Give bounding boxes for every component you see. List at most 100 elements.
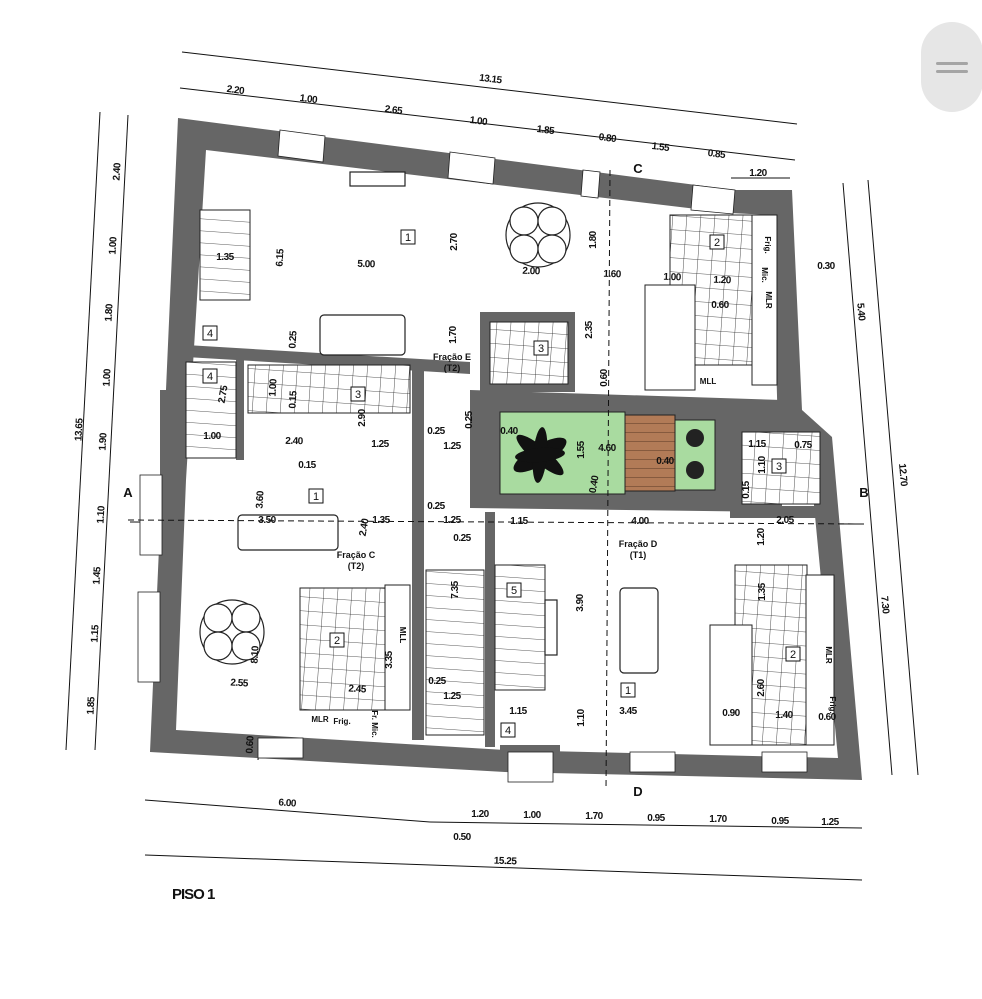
dimension-label: 3.35 bbox=[384, 650, 395, 668]
section-marker-d: D bbox=[633, 784, 642, 799]
dimension-label: 1.25 bbox=[371, 439, 389, 450]
dimension-label: 1.55 bbox=[576, 440, 587, 458]
dimension-label: 2.75 bbox=[217, 384, 231, 404]
unit-label-d: Fração D bbox=[619, 539, 658, 549]
dimension-label: 0.25 bbox=[288, 330, 300, 349]
appliance-label: MLR bbox=[311, 715, 329, 724]
dimension-label: 13.65 bbox=[73, 417, 85, 441]
section-marker-a: A bbox=[123, 485, 133, 500]
island bbox=[709, 624, 753, 746]
dimension-label: 0.15 bbox=[741, 480, 752, 498]
dimension-label: 1.00 bbox=[469, 115, 489, 128]
room-number-box bbox=[709, 234, 725, 250]
counter bbox=[384, 584, 411, 711]
interior-wall bbox=[485, 512, 495, 747]
palm-tree-icon bbox=[513, 427, 567, 483]
island bbox=[644, 284, 696, 391]
counter bbox=[805, 574, 835, 746]
dimension-label: 0.25 bbox=[427, 426, 445, 437]
dimension-label: 1.00 bbox=[523, 810, 541, 821]
windows bbox=[137, 129, 808, 783]
dimension-label: 4.00 bbox=[631, 516, 649, 527]
unit-type-e: (T2) bbox=[444, 363, 461, 373]
room-number: 4 bbox=[207, 328, 213, 340]
dimension-label: 0.30 bbox=[817, 261, 835, 272]
dimension-label: 0.60 bbox=[599, 368, 610, 386]
dimension-label: 1.10 bbox=[757, 455, 768, 473]
room-number-box bbox=[308, 488, 324, 504]
appliance-label: Frig. bbox=[828, 696, 837, 713]
dimension-label: 2.90 bbox=[357, 408, 368, 426]
room-number: 3 bbox=[355, 389, 361, 401]
dimension-label: 0.60 bbox=[245, 735, 257, 754]
appliance-label: MLL bbox=[700, 377, 717, 386]
sofa bbox=[319, 314, 406, 356]
room-number: 4 bbox=[505, 725, 511, 737]
dimension-label: 2.60 bbox=[756, 678, 767, 696]
dimension-label: 1.20 bbox=[749, 168, 767, 179]
dimension-label: 1.00 bbox=[663, 272, 682, 284]
dimension-label: 4.60 bbox=[598, 443, 616, 454]
dimension-label: 3.50 bbox=[258, 515, 276, 526]
dimension-label: 2.00 bbox=[522, 266, 541, 278]
interior-wall bbox=[160, 390, 184, 490]
room-number-box bbox=[202, 325, 218, 341]
dimension-label: 0.60 bbox=[711, 300, 729, 311]
dimension-label: 1.00 bbox=[203, 431, 221, 442]
dimension-label: 1.70 bbox=[585, 811, 603, 822]
dimension-label: 1.80 bbox=[588, 230, 599, 248]
room-number: 2 bbox=[790, 649, 796, 661]
dimension-label: 1.15 bbox=[509, 706, 527, 717]
dimension-label: 1.20 bbox=[756, 527, 767, 545]
shrub-icon bbox=[686, 461, 704, 479]
dimension-label: 13.15 bbox=[478, 73, 503, 87]
dimension-label: 1.25 bbox=[443, 515, 461, 526]
dimension-label: 1.25 bbox=[443, 441, 461, 452]
dimension-label: 1.35 bbox=[372, 515, 390, 526]
dining-table-icon bbox=[505, 202, 571, 268]
dimension-label: 0.80 bbox=[598, 132, 618, 145]
dimension-label: 0.40 bbox=[588, 474, 602, 494]
dimension-label: 0.25 bbox=[427, 501, 445, 512]
dimension-label: 0.60 bbox=[818, 712, 836, 723]
dimension-label: 0.75 bbox=[794, 440, 812, 451]
dimension-label: 2.20 bbox=[226, 84, 246, 97]
dimension-label: 1.00 bbox=[299, 93, 319, 106]
section-marker-c: C bbox=[633, 161, 643, 176]
dimension-label: 1.55 bbox=[651, 141, 671, 154]
room-number: 1 bbox=[405, 232, 411, 244]
interior-wall bbox=[236, 360, 244, 460]
dimension-label: 1.60 bbox=[603, 269, 622, 281]
dimension-label: 1.10 bbox=[576, 708, 587, 726]
room-number: 1 bbox=[313, 491, 319, 503]
dimension-label: 1.70 bbox=[709, 814, 727, 825]
dimension-label: 0.50 bbox=[453, 832, 471, 843]
dimension-label: 3.60 bbox=[255, 490, 267, 509]
tv-unit bbox=[349, 171, 406, 187]
dimension-label: 7.30 bbox=[878, 596, 891, 615]
bathroom-tiles bbox=[247, 364, 411, 414]
interior-wall bbox=[412, 370, 424, 740]
unit-label-e: Fração E bbox=[433, 352, 471, 362]
dimension-label: 1.25 bbox=[443, 691, 461, 702]
menu-button[interactable] bbox=[921, 22, 982, 112]
dimension-label: 1.15 bbox=[90, 624, 102, 643]
dimension-label: 1.20 bbox=[471, 809, 489, 820]
staircase bbox=[199, 209, 251, 301]
room-number-box bbox=[400, 229, 416, 245]
dimension-label: 12.70 bbox=[896, 463, 909, 487]
sofa bbox=[619, 587, 659, 674]
dimension-label: 2.45 bbox=[348, 684, 367, 696]
dimension-label: 0.15 bbox=[288, 390, 300, 409]
stairs bbox=[185, 209, 546, 736]
wooden-deck bbox=[624, 414, 676, 492]
dimension-label: 1.10 bbox=[96, 505, 108, 524]
dimension-label: 0.40 bbox=[500, 426, 518, 437]
dimension-label: 6.15 bbox=[275, 248, 287, 267]
dimension-label: 2.40 bbox=[112, 162, 124, 181]
dimension-label: 1.45 bbox=[92, 566, 104, 585]
appliance-label: MLL bbox=[398, 627, 407, 644]
